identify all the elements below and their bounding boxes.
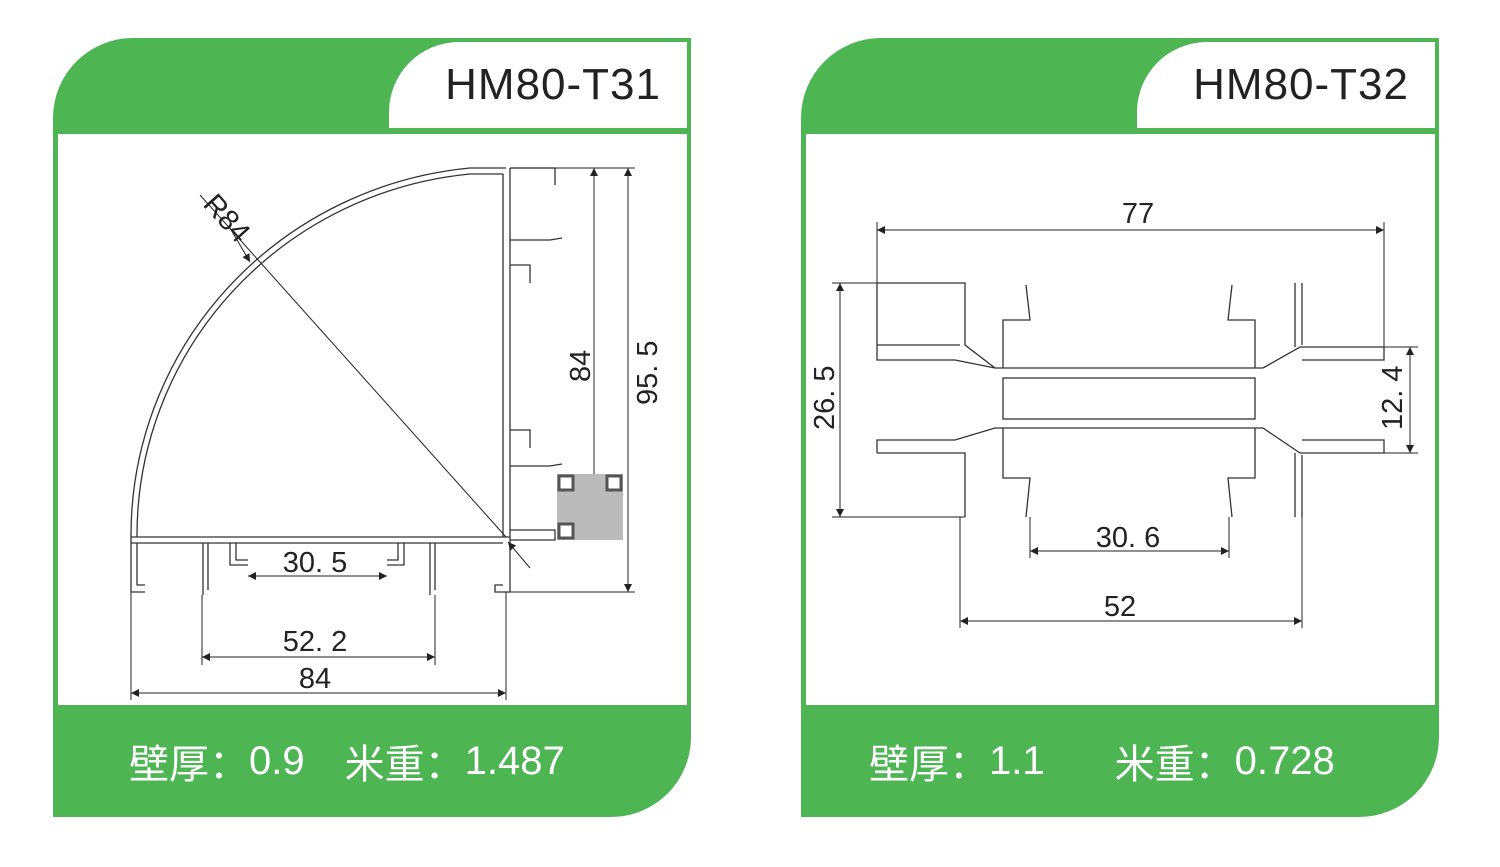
title-box: HM80-T31 (389, 42, 687, 128)
spec-footer: 壁厚： 0.9 米重： 1.487 (53, 705, 691, 817)
dim-slot: 30. 5 (283, 547, 348, 579)
weight-value: 0.728 (1234, 738, 1335, 783)
wall-thickness-label: 壁厚： (869, 743, 989, 787)
profile-title: HM80-T31 (445, 60, 661, 109)
weight-label: 米重： (344, 743, 465, 787)
profile-title: HM80-T32 (1193, 60, 1409, 109)
profile-card-hm80-t32: HM80-T32 壁厚： 1.1 米重： 0.728 (801, 38, 1439, 817)
profile-t31-dimensions (130, 167, 635, 700)
dim-radius: R84 (197, 188, 256, 249)
wall-thickness-value: 0.9 (249, 738, 305, 783)
dim-height: 26. 5 (809, 366, 841, 431)
dim-width: 84 (299, 663, 331, 695)
dim-slot: 30. 6 (1096, 522, 1161, 554)
profile-t32-dimensions (832, 222, 1418, 628)
weight-value: 1.487 (464, 738, 565, 783)
profile-t32-shape (876, 282, 1385, 518)
dim-inner-width: 52. 2 (283, 626, 348, 658)
dim-inner-width: 52 (1104, 591, 1136, 623)
dim-outer-height: 95. 5 (632, 341, 664, 406)
weight-label: 米重： (1114, 743, 1235, 787)
title-box: HM80-T32 (1137, 42, 1435, 128)
drawing-area (58, 134, 687, 705)
wall-thickness-value: 1.1 (989, 738, 1045, 783)
dim-width: 77 (1122, 198, 1154, 230)
profile-t31-shape (130, 167, 563, 595)
qr-code (557, 474, 623, 540)
wall-thickness-label: 壁厚： (129, 743, 249, 787)
dim-center-height: 12. 4 (1377, 366, 1409, 431)
dim-inner-height: 84 (565, 350, 597, 382)
spec-footer: 壁厚： 1.1 米重： 0.728 (801, 705, 1439, 817)
